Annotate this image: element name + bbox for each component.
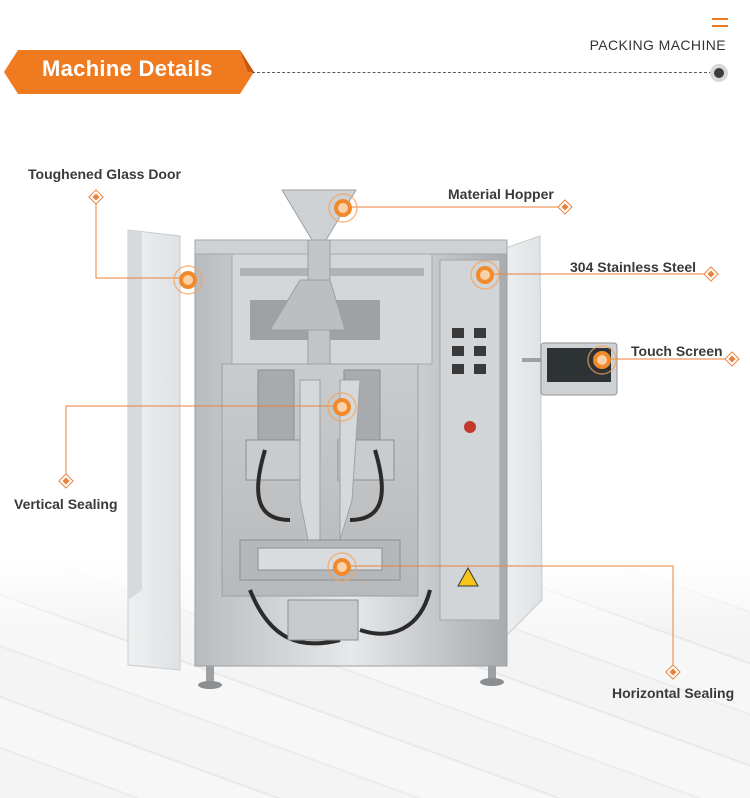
label-horizontal-sealing: Horizontal Sealing [612, 685, 735, 701]
title-banner [4, 50, 254, 94]
label-material-hopper: Material Hopper [448, 186, 554, 202]
label-toughened-glass-door: Toughened Glass Door [28, 166, 181, 182]
label-vertical-sealing: Vertical Sealing [14, 496, 118, 512]
section-subtitle: PACKING MACHINE [589, 37, 726, 53]
label-touch-screen: Touch Screen [631, 343, 723, 359]
label-stainless-steel: 304 Stainless Steel [570, 259, 697, 275]
header-divider [252, 72, 712, 73]
target-markers [173, 193, 617, 582]
page-title: Machine Details [42, 56, 213, 81]
header-dot-icon [710, 64, 728, 82]
menu-icon[interactable] [712, 18, 728, 30]
